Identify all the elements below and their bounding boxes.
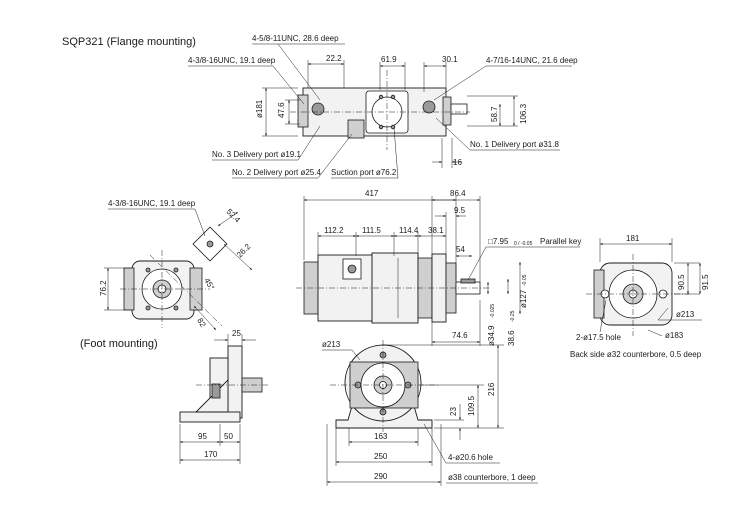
rear-dim-90-5: 90.5 (677, 274, 686, 290)
dim-26-2: 26.2 (235, 242, 253, 260)
dim-47-6: 47.6 (277, 102, 286, 118)
foot-side-view (179, 345, 270, 423)
side-view (296, 252, 490, 324)
foot-front-dim-250: 250 (374, 452, 388, 461)
callout-port1: No. 1 Delivery port ø31.8 (470, 140, 559, 149)
dim-16: 16 (453, 158, 462, 167)
dim-127: ø127 (519, 289, 528, 308)
foot-front-callout-counterbore: ø38 counterbore, 1 deep (448, 473, 536, 482)
dim-76-2: 76.2 (99, 280, 108, 296)
callout-suction: Suction port ø76.2 (331, 168, 397, 177)
flange-mounting-title: SQP321 (Flange mounting) (62, 36, 196, 48)
dim-38-1: 38.1 (428, 226, 444, 235)
dim-61-9: 61.9 (381, 55, 397, 64)
dim-112-2: 112.2 (324, 226, 344, 235)
rear-dim-91-5: 91.5 (701, 274, 710, 290)
rear-dim-213: ø213 (676, 310, 695, 319)
key-label: □7.95 (488, 237, 509, 246)
flange-callouts: 4-5/8-11UNC, 28.6 deep 4-3/8-16UNC, 19.1… (188, 34, 578, 179)
rear-dim-183: ø183 (665, 331, 684, 340)
foot-front-dim-216: 216 (487, 382, 496, 396)
rear-callout-counterbore: Back side ø32 counterbore, 0.5 deep (570, 350, 702, 359)
foot-side-dimensions: 25 95 50 170 (179, 329, 256, 464)
foot-front-dim-213: ø213 (322, 340, 341, 349)
dim-45-deg: 45° (202, 277, 216, 292)
dim-82: 82 (195, 317, 208, 330)
foot-dim-170: 170 (204, 450, 218, 459)
dim-417: 417 (365, 189, 379, 198)
side-dimensions: 417 86.4 9.5 112.2 111.5 114.4 38.1 54 □… (303, 189, 581, 346)
callout-thread-5-8: 4-5/8-11UNC, 28.6 deep (252, 34, 339, 43)
foot-front-dim-163: 163 (374, 432, 388, 441)
key-text: Parallel key (540, 237, 581, 246)
dim-9-5: 9.5 (454, 206, 466, 215)
dim-114-4: 114.4 (399, 226, 419, 235)
rear-dim-181: 181 (626, 234, 640, 243)
dim-34-9: ø34.9 (487, 325, 496, 346)
callout-port2: No. 2 Delivery port ø25.4 (232, 168, 321, 177)
dim-86-4: 86.4 (450, 189, 466, 198)
foot-dim-95: 95 (198, 432, 207, 441)
dim-74-6: 74.6 (452, 331, 468, 340)
rear-callout-hole: 2-ø17.5 hole (576, 333, 621, 342)
foot-dim-25: 25 (232, 329, 241, 338)
dim-54: 54 (456, 245, 465, 254)
foot-mounting-title: (Foot mounting) (80, 338, 158, 350)
foot-front-dim-290: 290 (374, 472, 388, 481)
front-flange-view (120, 226, 228, 328)
front-callout: 4-3/8-16UNC, 19.1 deep (108, 199, 196, 208)
dim-38-6: 38.6 (507, 330, 516, 346)
dim-106-3: 106.3 (519, 103, 528, 124)
foot-front-dim-23: 23 (449, 407, 458, 416)
callout-port3: No. 3 Delivery port ø19.1 (212, 150, 301, 159)
rear-view (586, 254, 690, 336)
callout-thread-3-8: 4-3/8-16UNC, 19.1 deep (188, 56, 276, 65)
foot-dim-50: 50 (224, 432, 233, 441)
foot-front-dim-109-5: 109.5 (467, 395, 476, 416)
dim-30-1: 30.1 (442, 55, 458, 64)
flange-dimensions: 22.2 61.9 30.1 ø181 47.6 58.7 106.3 16 (255, 54, 528, 168)
dim-52-4: 52.4 (225, 207, 243, 225)
flange-top-view (290, 70, 470, 150)
rear-dimensions: 181 90.5 91.5 ø213 ø183 2-ø17.5 hole Bac… (570, 234, 710, 359)
dim-127-tol: -0.05 (522, 274, 528, 286)
dim-38-6-tol: -0.25 (510, 310, 516, 322)
foot-front-dimensions: ø213 216 109.5 23 163 250 290 4-ø20.6 ho… (322, 340, 538, 486)
dim-58-7: 58.7 (490, 106, 499, 122)
foot-front-view (330, 340, 440, 432)
key-tolerance: 0 / -0.05 (514, 241, 533, 247)
dim-181: ø181 (255, 99, 264, 118)
foot-front-callout-holes: 4-ø20.6 hole (448, 453, 493, 462)
dim-111-5: 111.5 (362, 226, 381, 235)
callout-thread-7-16: 4-7/16-14UNC, 21.6 deep (486, 56, 578, 65)
dim-34-9-tol: -0.025 (490, 304, 496, 318)
dim-22-2: 22.2 (326, 54, 342, 63)
